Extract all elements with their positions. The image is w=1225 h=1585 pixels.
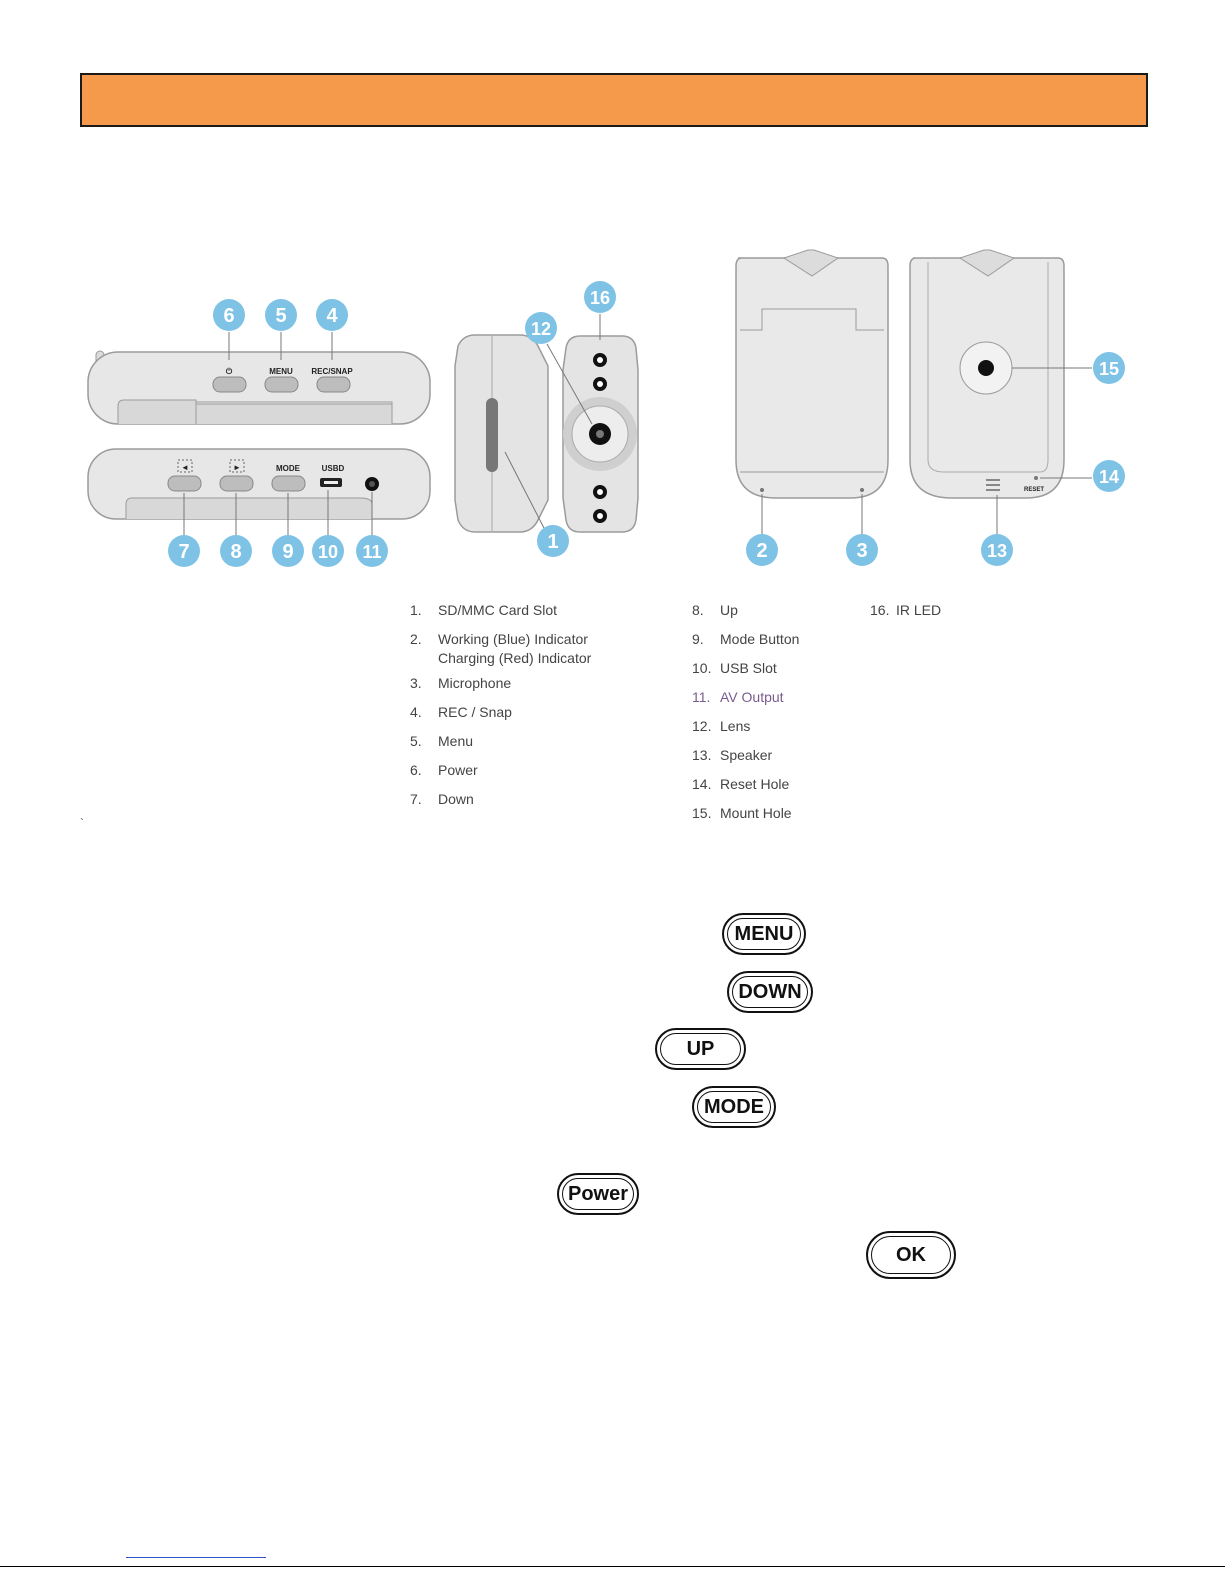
ok-key-icon: OK <box>866 1231 956 1279</box>
legend-column-3: 16.IR LED <box>870 596 941 625</box>
legend-item: 16.IR LED <box>870 602 942 618</box>
menu-device-label: MENU <box>269 367 293 376</box>
left-arrow-label: ◄ <box>181 463 189 472</box>
legend-item: 12.Lens <box>692 718 751 734</box>
menu-key-icon: MENU <box>722 913 806 955</box>
svg-text:6: 6 <box>223 305 234 327</box>
legend-item: 4.REC / Snap <box>410 704 512 720</box>
device-back-view-right: RESET <box>909 249 1092 534</box>
svg-text:11: 11 <box>362 542 381 562</box>
callout-16: 16 <box>584 281 616 313</box>
svg-text:16: 16 <box>590 288 610 308</box>
callout-1: 1 <box>537 525 569 557</box>
callout-11: 11 <box>356 535 388 567</box>
legend-item: 11.AV Output <box>692 689 784 705</box>
callout-10: 10 <box>312 535 344 567</box>
svg-text:5: 5 <box>275 305 286 327</box>
callout-2: 2 <box>746 534 778 566</box>
usbd-device-label: USBD <box>322 464 345 473</box>
legend-item: 5.Menu <box>410 733 474 749</box>
callout-bubbles: 6 5 4 7 8 9 10 11 1 12 16 2 3 13 14 15 <box>168 281 1125 567</box>
up-key-icon: UP <box>655 1028 746 1070</box>
rec-snap-device-label: REC/SNAP <box>311 367 353 376</box>
legend-item: 9.Mode Button <box>692 631 800 647</box>
svg-text:2: 2 <box>756 540 767 562</box>
reset-device-label: RESET <box>1024 487 1044 493</box>
callout-15: 15 <box>1093 352 1125 384</box>
footer-rule <box>0 1566 1225 1567</box>
callout-12: 12 <box>525 312 557 344</box>
legend-column-1: 1.SD/MMC Card Slot 2.Working (Blue) Indi… <box>410 596 591 814</box>
mode-key-icon: MODE <box>692 1086 776 1128</box>
legend-item: 14.Reset Hole <box>692 776 790 792</box>
device-front-view <box>546 314 639 533</box>
svg-text:15: 15 <box>1099 359 1119 379</box>
stray-mark: ` <box>80 816 84 830</box>
camera-diagram: ⏻ MENU REC/SNAP ◄ ► MODE USBD <box>87 249 1125 567</box>
svg-text:12: 12 <box>531 319 551 339</box>
device-back-view-left <box>735 249 889 534</box>
power-symbol-label: ⏻ <box>226 367 233 376</box>
svg-text:7: 7 <box>178 541 189 563</box>
header-bar <box>80 73 1148 127</box>
callout-7: 7 <box>168 535 200 567</box>
callout-13: 13 <box>981 534 1013 566</box>
device-top-view: ⏻ MENU REC/SNAP <box>87 332 431 425</box>
svg-text:3: 3 <box>856 540 867 562</box>
legend-item: 3.Microphone <box>410 675 512 691</box>
svg-text:9: 9 <box>282 541 293 563</box>
footer-link-underline[interactable] <box>126 1557 266 1558</box>
callout-5: 5 <box>265 299 297 331</box>
power-key-icon: Power <box>557 1173 639 1215</box>
right-arrow-label: ► <box>233 463 241 472</box>
svg-text:4: 4 <box>326 305 338 327</box>
legend-column-2: 8.Up 9.Mode Button 10.USB Slot 11.AV Out… <box>692 596 799 828</box>
svg-text:10: 10 <box>318 542 338 562</box>
legend-item: 1.SD/MMC Card Slot <box>410 602 558 618</box>
legend-item: 15.Mount Hole <box>692 805 792 821</box>
svg-text:1: 1 <box>547 531 558 553</box>
callout-6: 6 <box>213 299 245 331</box>
svg-text:14: 14 <box>1099 467 1119 487</box>
callout-3: 3 <box>846 534 878 566</box>
legend-item: 6.Power <box>410 762 478 778</box>
callout-8: 8 <box>220 535 252 567</box>
callout-4: 4 <box>316 299 348 331</box>
device-side-view <box>454 334 549 533</box>
legend-item: 2.Working (Blue) Indicator <box>410 631 588 647</box>
device-bottom-view: ◄ ► MODE USBD <box>87 448 431 536</box>
legend-item-sub: Charging (Red) Indicator <box>438 650 592 666</box>
legend-item: 7.Down <box>410 791 474 807</box>
legend-item: 8.Up <box>692 602 738 618</box>
svg-text:13: 13 <box>987 541 1007 561</box>
mode-device-label: MODE <box>276 464 301 473</box>
callout-14: 14 <box>1093 460 1125 492</box>
legend-item: 10.USB Slot <box>692 660 777 676</box>
legend-item: 13.Speaker <box>692 747 773 763</box>
down-key-icon: DOWN <box>727 971 813 1013</box>
svg-text:8: 8 <box>230 541 241 563</box>
callout-9: 9 <box>272 535 304 567</box>
